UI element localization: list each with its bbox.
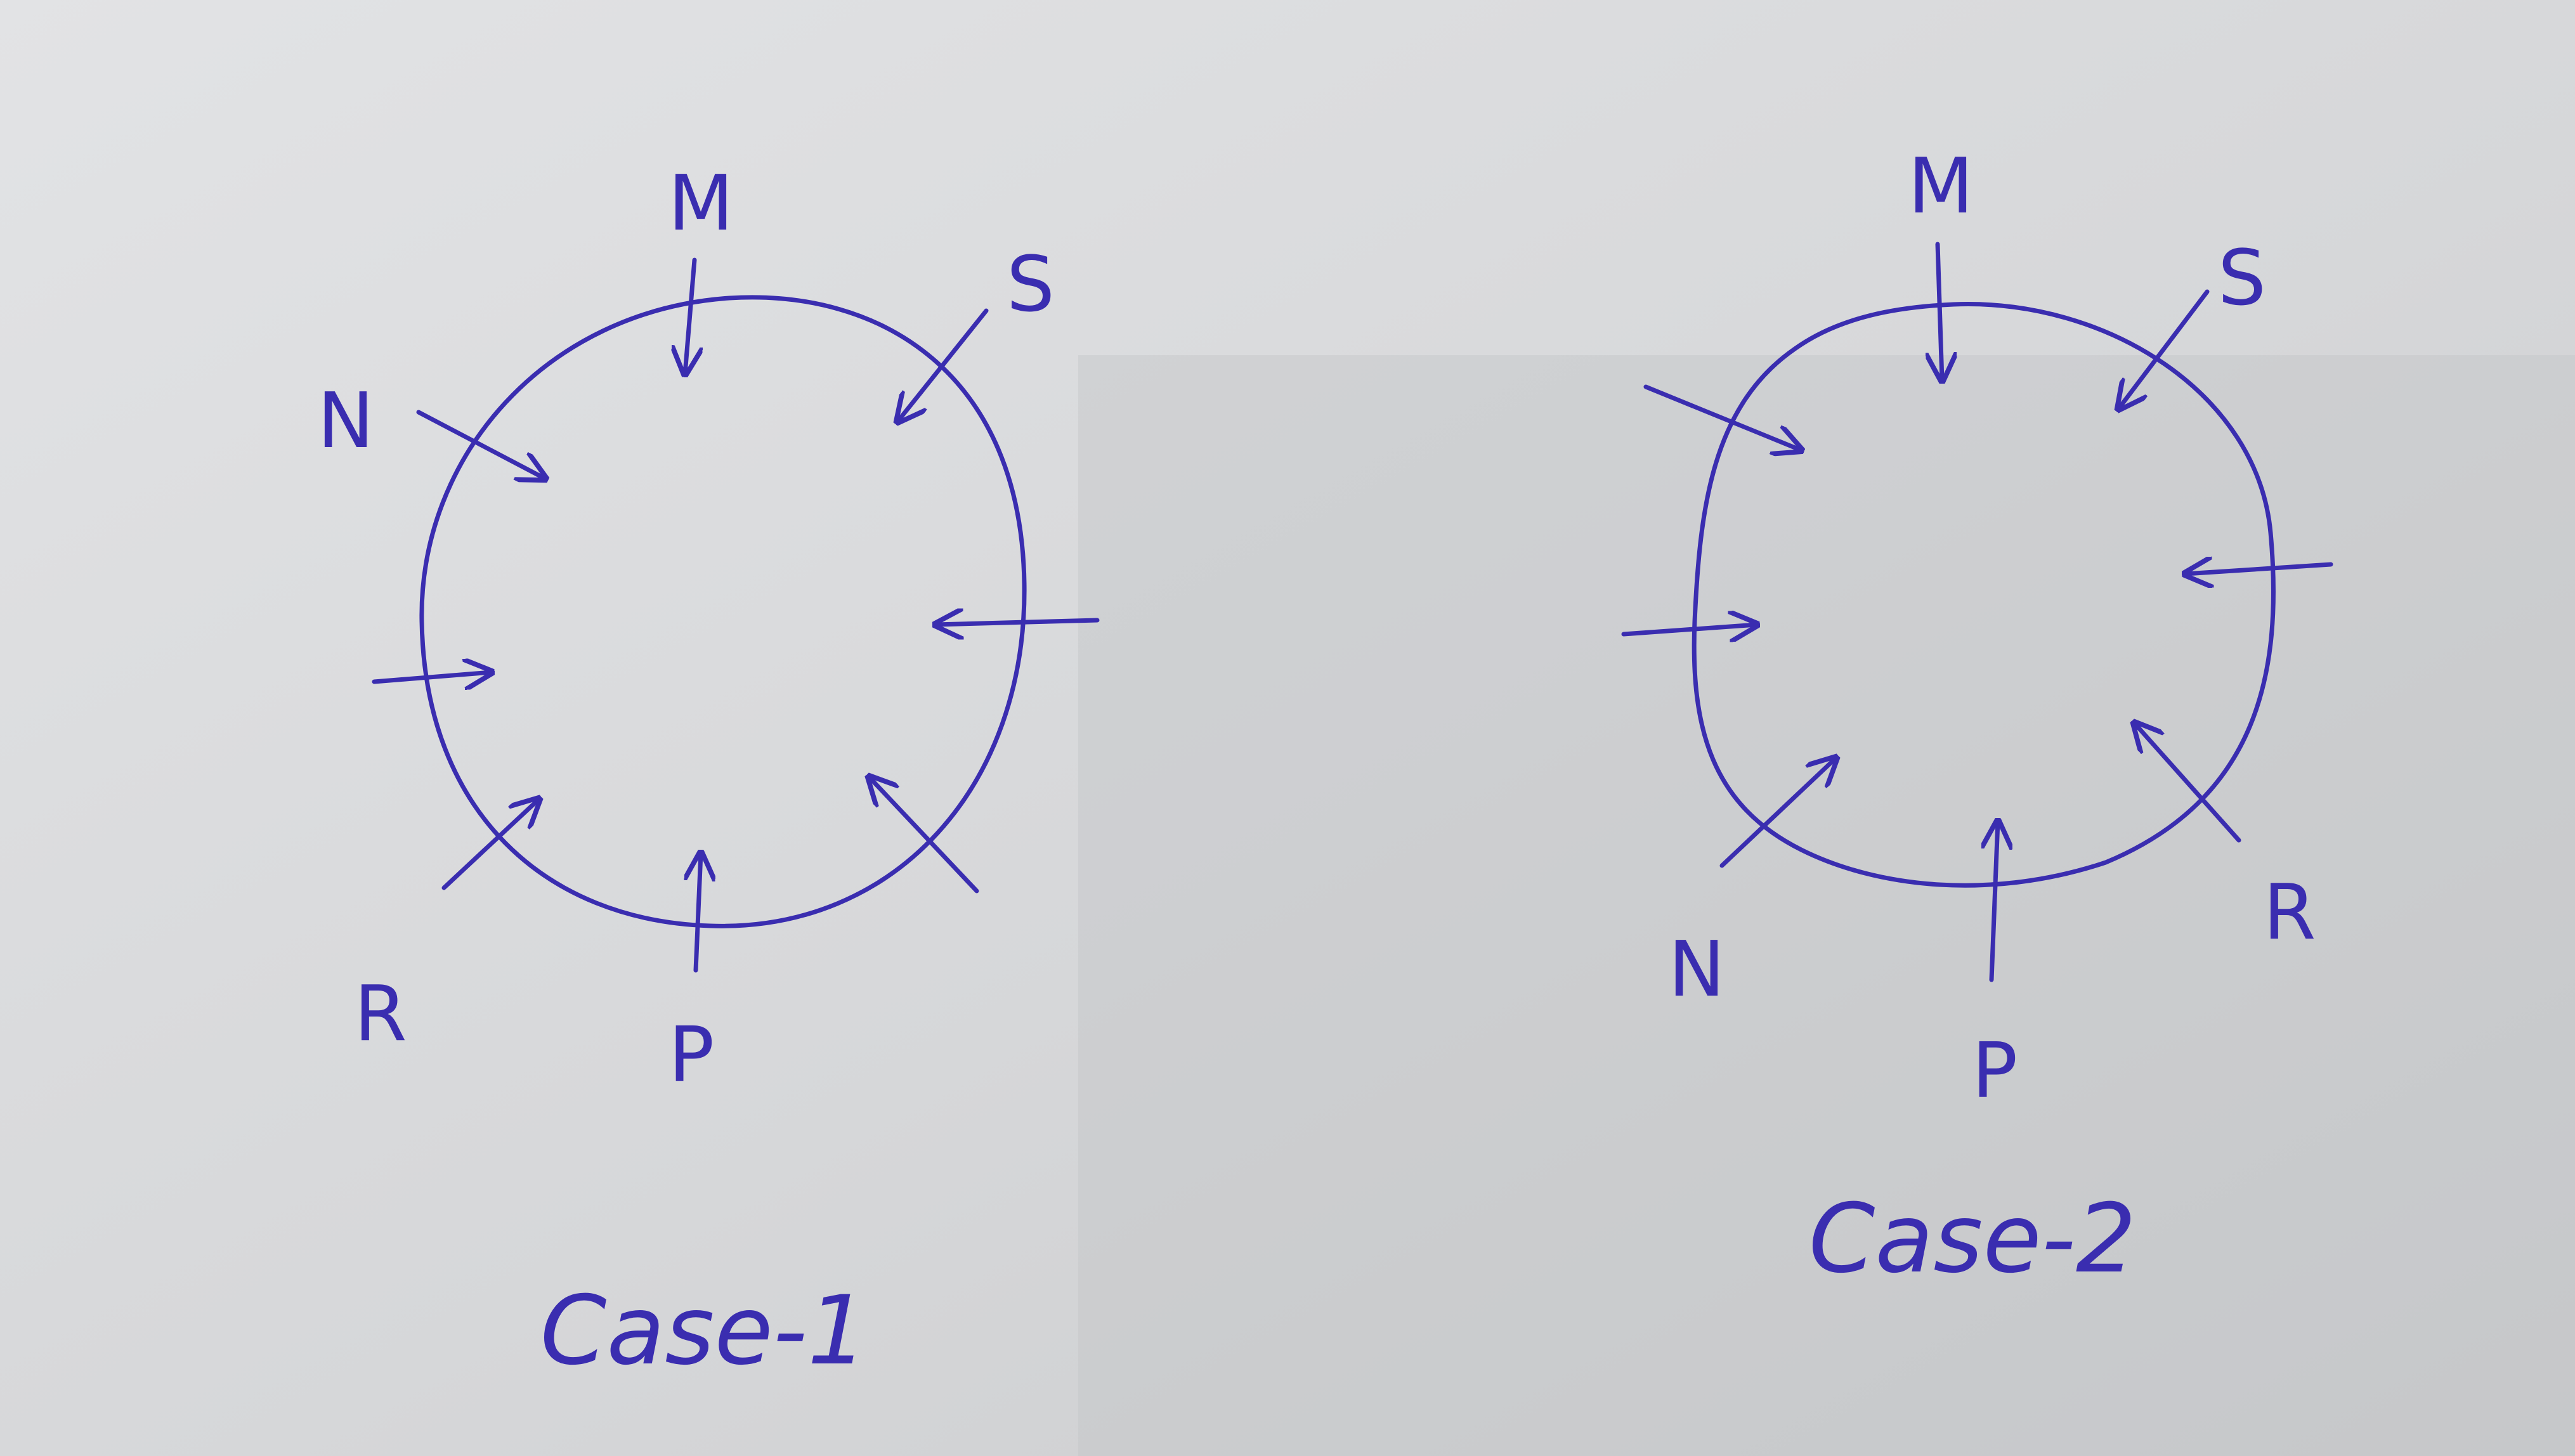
case-2-label-p: P <box>1972 1027 2018 1115</box>
case-1-circle <box>419 295 1027 928</box>
case-2-arrow-upper-left <box>1643 384 1801 450</box>
case-1-diagram: M S N R P Case-1 <box>317 160 1100 1386</box>
case-1-label-m: M <box>668 160 734 248</box>
case-1-label-n: N <box>317 377 374 465</box>
case-2-caption: Case-2 <box>1809 1184 2137 1294</box>
case-2-arrow-s <box>2118 289 2210 409</box>
case-1-arrow-left <box>372 672 492 682</box>
case-1-caption: Case-1 <box>540 1276 868 1386</box>
case-1-arrow-s <box>897 308 989 422</box>
case-1-label-r: R <box>354 970 407 1058</box>
case-1-arrow-lower-right <box>869 777 979 894</box>
case-1-label-p: P <box>668 1011 714 1100</box>
case-2-arrow-left <box>1621 625 1757 634</box>
case-2-arrow-p <box>1992 821 1998 982</box>
case-2-circle <box>1692 302 2276 888</box>
case-1-arrow-m <box>685 257 694 374</box>
case-2-arrow-r <box>2134 723 2241 843</box>
case-2-diagram: M S N P R Case-2 <box>1621 143 2333 1294</box>
case-1-label-s: S <box>1007 241 1055 329</box>
case-2-label-r: R <box>2263 869 2316 957</box>
case-2-label-m: M <box>1908 143 1974 231</box>
case-2-label-n: N <box>1668 926 1725 1014</box>
case-1-arrow-n <box>416 410 545 479</box>
case-1-arrow-r <box>441 799 539 890</box>
shadow-region <box>1078 355 2575 1456</box>
case-1-arrow-right <box>935 620 1100 625</box>
case-2-arrow-n <box>1719 758 1836 868</box>
case-2-arrow-m <box>1938 242 1942 380</box>
case-2-label-s: S <box>2218 235 2266 323</box>
case-1-arrow-p <box>696 853 701 973</box>
case-2-arrow-right <box>2185 564 2333 574</box>
